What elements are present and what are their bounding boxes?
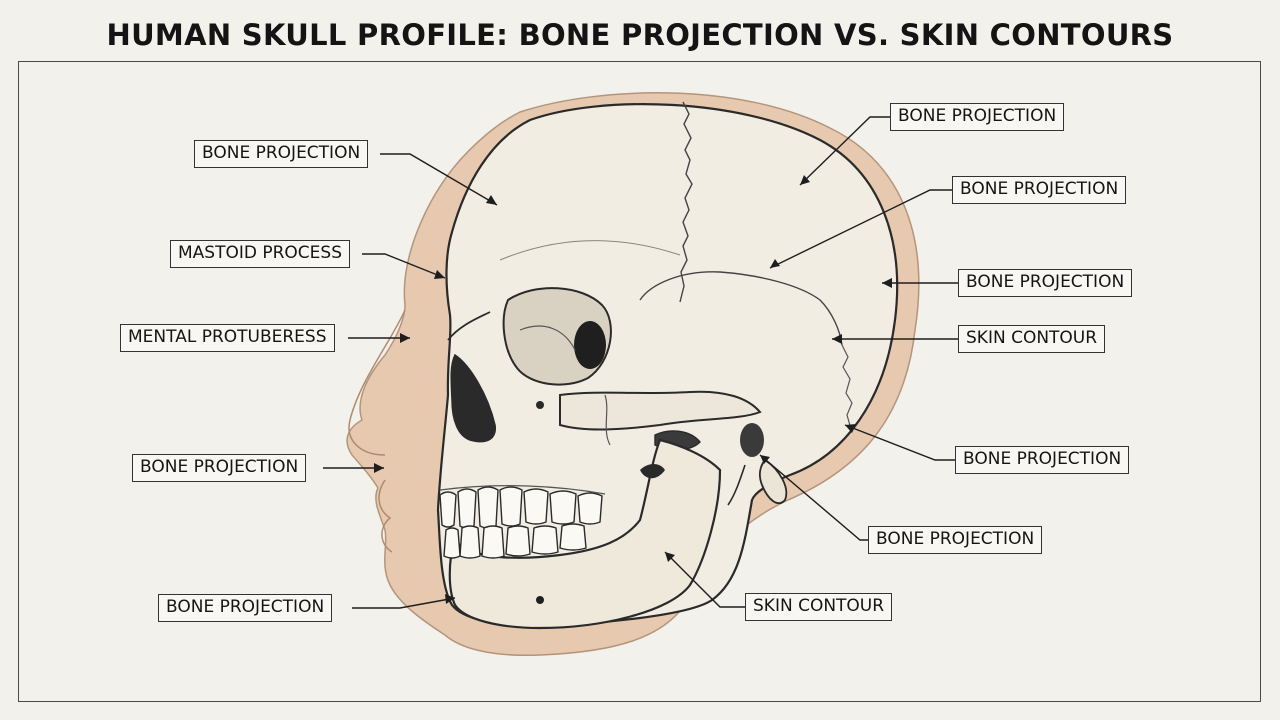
label-bone-projection-parietal: BONE PROJECTION <box>952 176 1127 204</box>
label-bone-projection-top: BONE PROJECTION <box>890 103 1065 131</box>
lambdoid-suture <box>841 344 853 430</box>
label-mastoid-process: MASTOID PROCESS <box>170 240 350 268</box>
gum-line <box>439 485 606 495</box>
nasal-cavity <box>450 353 496 443</box>
diagram-frame <box>18 61 1261 702</box>
coronoid-notch <box>640 464 665 479</box>
leader-arrowheads <box>374 175 892 604</box>
leader-left-1 <box>380 153 498 206</box>
orbit-shadow <box>574 321 606 369</box>
infraorbital-foramen <box>536 401 544 409</box>
label-skin-contour-upper: SKIN CONTOUR <box>958 325 1106 353</box>
zygomatic-suture <box>604 394 611 446</box>
label-bone-projection-upper-left: BONE PROJECTION <box>194 140 369 168</box>
leader-left-5 <box>352 597 456 609</box>
leader-right-2 <box>769 189 952 269</box>
mandible <box>448 438 722 630</box>
mental-foramen <box>536 596 544 604</box>
zygomatic-arch <box>559 390 762 431</box>
leader-right-1 <box>799 116 890 186</box>
squamosal-suture <box>639 271 843 346</box>
nasal-bone <box>447 311 491 341</box>
label-bone-projection-chin: BONE PROJECTION <box>158 594 333 622</box>
mastoid-bone <box>758 458 788 505</box>
leader-lines <box>323 116 958 609</box>
label-skin-contour-jaw: SKIN CONTOUR <box>745 593 893 621</box>
lips-profile <box>378 479 393 553</box>
label-mental-protuberess: MENTAL PROTUBERESS <box>120 324 335 352</box>
diagram-title: HUMAN SKULL PROFILE: BONE PROJECTION VS.… <box>106 18 1174 52</box>
leader-right-7 <box>664 551 745 608</box>
leader-right-5 <box>844 424 955 461</box>
ear-canal <box>740 423 764 457</box>
label-bone-projection-occipital: BONE PROJECTION <box>958 269 1133 297</box>
coronal-suture <box>679 101 693 303</box>
nose-profile <box>348 309 406 456</box>
label-bone-projection-ear: BONE PROJECTION <box>868 526 1043 554</box>
lower-teeth <box>443 523 587 559</box>
label-bone-projection-mastoid: BONE PROJECTION <box>955 446 1130 474</box>
label-bone-projection-nose: BONE PROJECTION <box>132 454 307 482</box>
temporal-line <box>499 240 681 261</box>
styloid-process <box>727 464 746 506</box>
orbit-inner-line <box>519 325 576 351</box>
leader-left-2 <box>362 253 446 279</box>
leader-right-6 <box>759 454 868 541</box>
